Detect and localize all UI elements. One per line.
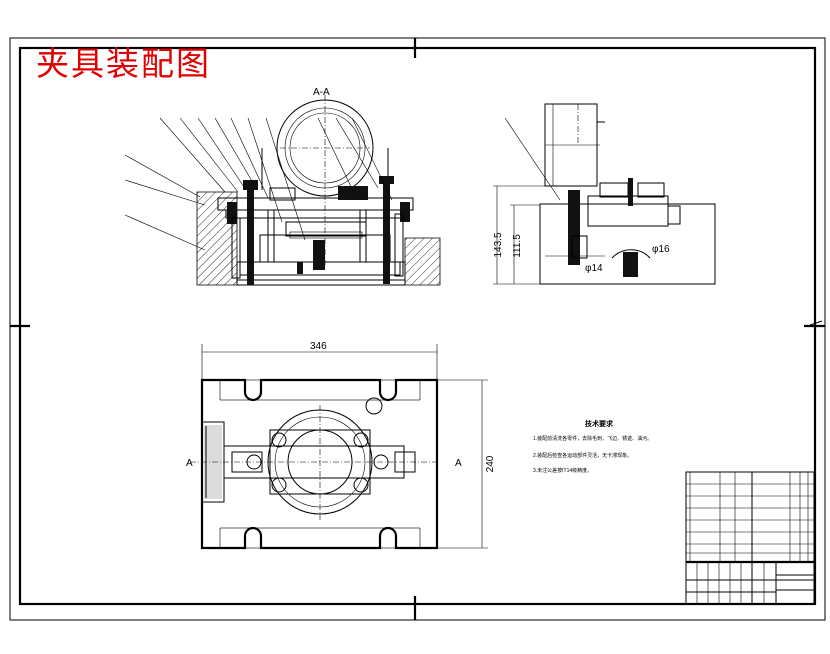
section-label: A-A — [313, 87, 330, 98]
note-line-1: 1.装配前清洗各零件，去除毛刺、飞边、锈迹、油污。 — [533, 435, 652, 442]
dim-dia-2: φ16 — [652, 244, 670, 255]
title-block — [685, 471, 815, 605]
notes-title: 技术要求 — [585, 419, 614, 428]
dim-height-1: 143.5 — [493, 232, 504, 257]
dim-height: 240 — [485, 455, 496, 472]
dim-width: 346 — [310, 341, 327, 352]
note-line-2: 2.装配后检查各运动部件灵活，无卡滞现象。 — [533, 452, 632, 459]
front-section-view: A-A — [124, 87, 441, 286]
dim-dia-1: φ14 — [585, 263, 603, 274]
technical-notes: 技术要求 1.装配前清洗各零件，去除毛刺、飞边、锈迹、油污。 2.装配后检查各运… — [533, 419, 652, 474]
bolts — [227, 176, 410, 285]
plan-view: 346 A A 240 — [186, 341, 496, 550]
section-mark-right: A — [455, 458, 462, 469]
dim-height-2: 111.5 — [512, 234, 523, 258]
sheet-border — [9, 37, 826, 621]
section-mark-left: A — [186, 458, 193, 469]
side-view: 143.5 111.5 φ14 φ16 — [493, 103, 716, 285]
drawing-title: 夹具装配图 — [36, 44, 211, 83]
workpiece-outline — [261, 95, 389, 265]
note-line-3: 3.未注公差按IT14级精度。 — [533, 467, 592, 474]
part-leaders — [124, 117, 393, 251]
